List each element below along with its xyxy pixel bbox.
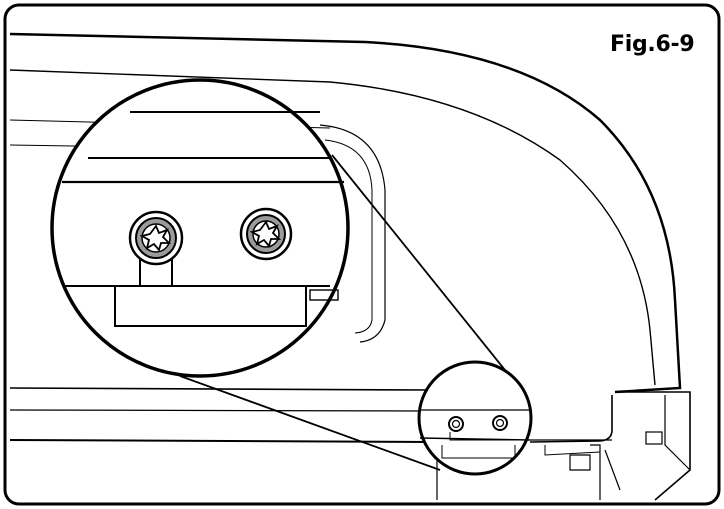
small-detail-content <box>419 409 531 459</box>
bottom-part-1 <box>569 454 591 471</box>
housing-inner-curve <box>9 69 656 386</box>
screw-icon <box>448 416 464 432</box>
zoom-leader-bottom <box>179 375 441 471</box>
grille-recess-inner <box>324 139 373 334</box>
body-line-2 <box>9 409 426 412</box>
detail-circle-large <box>50 78 350 378</box>
large-detail-content <box>62 111 344 327</box>
figure-label: Fig.6-9 <box>610 32 695 57</box>
grille-recess <box>319 124 386 343</box>
housing-outline <box>9 32 682 394</box>
bracket-tab <box>645 431 663 445</box>
side-bracket-inner <box>664 395 691 471</box>
body-line-1 <box>9 387 431 391</box>
detail-circle-small <box>417 360 533 476</box>
screw-icon <box>239 207 293 261</box>
bottom-part-2 <box>590 444 601 500</box>
screw-icon <box>128 210 184 266</box>
panel-edge <box>529 395 613 443</box>
bottom-part-4 <box>544 445 601 456</box>
side-bracket <box>615 391 691 501</box>
bottom-part-3 <box>604 449 621 491</box>
zoom-leader-top <box>331 154 514 381</box>
screw-icon <box>492 415 508 431</box>
